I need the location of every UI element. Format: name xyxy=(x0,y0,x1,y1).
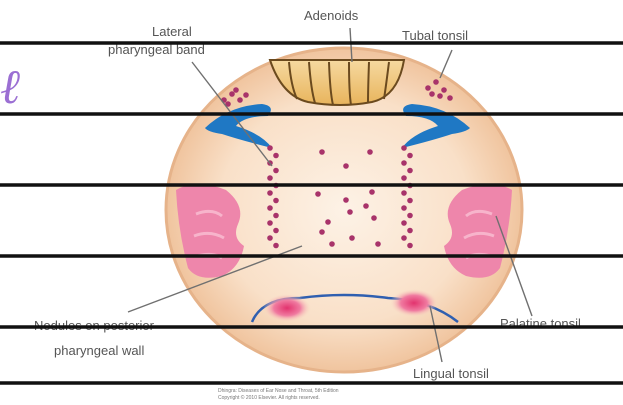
nodule-dot xyxy=(363,203,369,209)
nodule-dot xyxy=(343,197,349,203)
nodule-dot xyxy=(325,219,331,225)
nodule-dot xyxy=(401,205,407,211)
nodule-dot xyxy=(273,168,279,174)
nodule-dot xyxy=(243,92,249,98)
nodule-dot xyxy=(437,93,443,99)
nodule-dot xyxy=(273,228,279,234)
nodule-dot xyxy=(441,87,447,93)
nodule-dot xyxy=(407,213,413,219)
handwritten-letter: ℓ xyxy=(0,59,20,115)
nodule-dot xyxy=(229,91,235,97)
nodule-dot xyxy=(367,149,373,155)
nodule-dot xyxy=(401,175,407,181)
nodule-dot xyxy=(343,163,349,169)
nodule-dot xyxy=(401,220,407,226)
nodule-dot xyxy=(447,95,453,101)
nodule-dot xyxy=(315,191,321,197)
nodule-dot xyxy=(233,87,239,93)
nodule-dot xyxy=(273,243,279,249)
copyright-line1: Dhingra: Diseases of Ear Nose and Throat… xyxy=(218,388,339,394)
nodule-dot xyxy=(401,160,407,166)
nodule-dot xyxy=(407,243,413,249)
nodule-dot xyxy=(401,235,407,241)
nodule-dot xyxy=(401,190,407,196)
nodule-dot xyxy=(267,190,273,196)
nodule-dot xyxy=(267,175,273,181)
nodule-dot xyxy=(407,198,413,204)
label-adenoids: Adenoids xyxy=(304,8,359,23)
label-nodules-line2: pharyngeal wall xyxy=(54,343,144,358)
nodule-dot xyxy=(319,149,325,155)
nodule-dot xyxy=(425,85,431,91)
nodule-dot xyxy=(407,228,413,234)
nodule-dot xyxy=(369,189,375,195)
nodule-dot xyxy=(429,91,435,97)
copyright-line2: Copyright © 2010 Elsevier. All rights re… xyxy=(218,394,320,401)
nodule-dot xyxy=(407,153,413,159)
left-lingual-tonsil xyxy=(263,294,311,322)
nodule-dot xyxy=(319,229,325,235)
nodule-dot xyxy=(273,198,279,204)
nodule-dot xyxy=(433,79,439,85)
nodule-dot xyxy=(273,153,279,159)
label-tubal-tonsil: Tubal tonsil xyxy=(402,28,468,43)
nodule-dot xyxy=(267,205,273,211)
nodule-dot xyxy=(273,213,279,219)
nodule-dot xyxy=(401,145,407,151)
nodule-dot xyxy=(237,97,243,103)
nodule-dot xyxy=(267,220,273,226)
nodule-dot xyxy=(267,145,273,151)
nodule-dot xyxy=(375,241,381,247)
nodule-dot xyxy=(267,235,273,241)
nodule-dot xyxy=(329,241,335,247)
label-lingual-tonsil: Lingual tonsil xyxy=(413,366,489,381)
nodule-dot xyxy=(347,209,353,215)
nodule-dot xyxy=(349,235,355,241)
label-lateral-line1: Lateral xyxy=(152,24,192,39)
nodule-dot xyxy=(407,168,413,174)
nodule-dot xyxy=(371,215,377,221)
